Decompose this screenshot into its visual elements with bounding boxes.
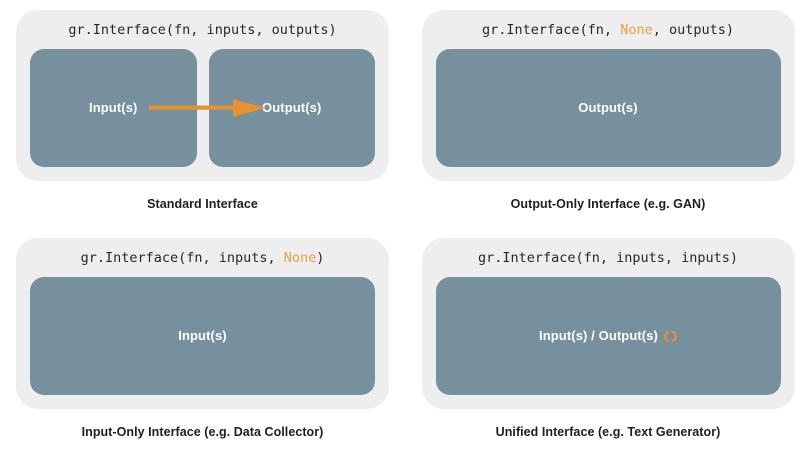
panel-unified-interface: gr.Interface(fn, inputs, inputs) Input(s… [405,228,811,456]
unified-box-label: Input(s) / Output(s) [539,328,658,344]
panel-caption: Output-Only Interface (e.g. GAN) [510,197,706,211]
panel-output-only-interface: gr.Interface(fn, None, outputs) Output(s… [405,0,811,228]
output-box: Output(s) [435,48,781,167]
code-signature: gr.Interface(fn, None, outputs) [482,22,734,38]
box-row: Output(s) [435,48,781,167]
panel-caption: Standard Interface [147,197,258,211]
output-box: Output(s) [208,48,375,167]
interface-card: gr.Interface(fn, None, outputs) Output(s… [421,10,795,181]
box-row: Input(s) / Output(s) [435,276,781,395]
box-row: Input(s) Output(s) [30,48,375,167]
interface-card: gr.Interface(fn, inputs, outputs) Input(… [16,10,389,181]
input-box: Input(s) [30,276,375,395]
input-box-label: Input(s) [89,100,138,116]
loop-refresh-icon [664,330,677,343]
panel-input-only-interface: gr.Interface(fn, inputs, None) Input(s) … [0,228,405,456]
box-row: Input(s) [30,276,375,395]
panel-standard-interface: gr.Interface(fn, inputs, outputs) Input(… [0,0,405,228]
panel-caption: Unified Interface (e.g. Text Generator) [495,425,721,439]
unified-box: Input(s) / Output(s) [435,276,781,395]
interface-card: gr.Interface(fn, inputs, inputs) Input(s… [421,238,795,409]
output-box-label: Output(s) [578,100,638,116]
interface-card: gr.Interface(fn, inputs, None) Input(s) [16,238,389,409]
code-signature: gr.Interface(fn, inputs, outputs) [68,22,337,38]
output-box-label: Output(s) [262,100,322,116]
panel-caption: Input-Only Interface (e.g. Data Collecto… [81,425,324,439]
input-box-label: Input(s) [178,328,227,344]
input-box: Input(s) [30,48,197,167]
unified-box-label-wrap: Input(s) / Output(s) [539,328,677,343]
code-signature: gr.Interface(fn, inputs, None) [80,250,325,266]
code-signature: gr.Interface(fn, inputs, inputs) [477,250,739,266]
